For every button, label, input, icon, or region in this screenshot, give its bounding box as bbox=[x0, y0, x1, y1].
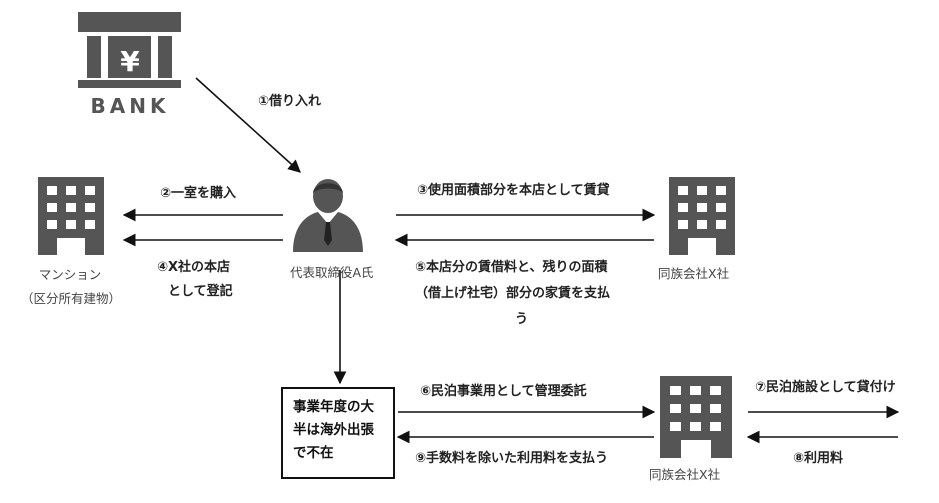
edge-label-2: ②一室を購入 bbox=[160, 186, 237, 201]
edge-label-5-line2: （借上げ社宅）部分の家賃を支払 bbox=[415, 286, 611, 301]
mansion-caption-line2: （区分所有建物） bbox=[20, 291, 121, 306]
edge-label-4-line1: ④X社の本店 bbox=[157, 260, 231, 275]
person-icon bbox=[293, 179, 363, 252]
mansion-caption-line1: マンション bbox=[38, 267, 102, 282]
edge-label-9: ⑨手数料を除いた利用料を支払う bbox=[415, 451, 609, 466]
company-building-icon-bottom bbox=[660, 376, 732, 458]
company-caption-top: 同族会社X社 bbox=[658, 266, 730, 281]
edge-label-8: ⑧利用料 bbox=[793, 451, 844, 466]
person-caption: 代表取締役A氏 bbox=[290, 265, 374, 280]
arrow-bank-to-person bbox=[195, 77, 301, 173]
company-caption-bottom: 同族会社X社 bbox=[649, 467, 721, 482]
bank-yen-symbol: ¥ bbox=[120, 45, 140, 78]
edge-label-5-line1: ⑤本店分の賃借料と、残りの面積 bbox=[415, 260, 608, 275]
bank-label: BANK bbox=[91, 94, 170, 118]
edge-label-7: ⑦民泊施設として貸付け bbox=[755, 380, 896, 395]
absent-note-box: 事業年度の大半は海外出張で不在 bbox=[281, 387, 395, 479]
edge-label-3: ③使用面積部分を本店として賃貸 bbox=[417, 183, 610, 198]
edge-label-4-line2: として登記 bbox=[168, 284, 233, 299]
mansion-building-icon bbox=[38, 177, 104, 255]
edge-label-6: ⑥民泊事業用として管理委託 bbox=[420, 384, 587, 399]
company-building-icon-top bbox=[669, 177, 735, 255]
edge-label-5-line3: う bbox=[515, 312, 529, 327]
edge-label-1: ①借り入れ bbox=[258, 94, 322, 109]
bank-icon: ¥ BANK bbox=[78, 12, 181, 118]
